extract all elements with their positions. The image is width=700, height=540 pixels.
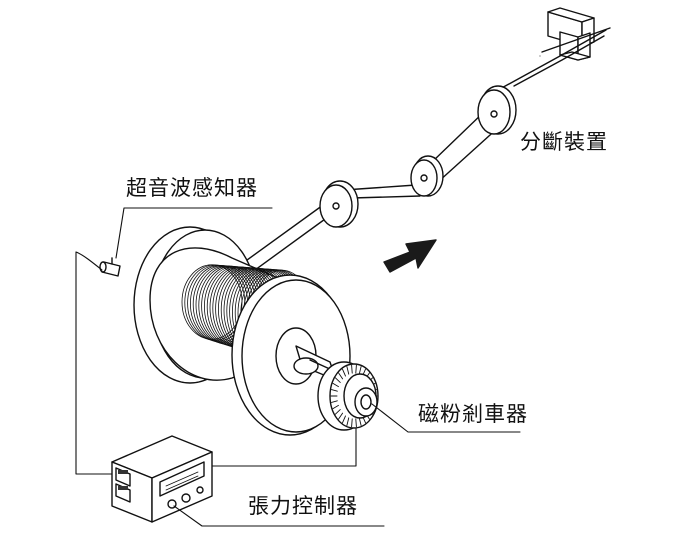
brake-fin [332, 404, 339, 410]
arrow-right-up-icon [383, 239, 437, 273]
brake-fin [351, 364, 353, 374]
brake-fin [331, 389, 338, 392]
ultrasonic-sensor-label: 超音波感知器 [126, 176, 258, 200]
brake-fin [334, 409, 341, 415]
spool [133, 226, 351, 436]
brake-fin [338, 412, 344, 420]
guide-pulley-top [477, 85, 517, 135]
brake-fin [355, 418, 357, 428]
brake-fin [334, 377, 341, 383]
brake-fin [351, 418, 353, 428]
leader-lines [75, 55, 541, 527]
tension-controller [111, 435, 213, 523]
magnetic-brake-label: 磁粉剎車器 [418, 402, 528, 426]
ultrasonic-sensor [99, 257, 121, 277]
tension-controller-label: 張力控制器 [248, 494, 358, 518]
brake-fin [342, 415, 346, 424]
brake-fin [346, 366, 350, 375]
brake-fin [355, 364, 357, 374]
brake-fin [358, 417, 362, 426]
guide-pulley-middle [410, 155, 444, 197]
wire-path [235, 29, 607, 279]
brake-fin [332, 382, 339, 388]
guide-pulley-lower [319, 180, 359, 228]
brake-fin [338, 372, 344, 380]
magnetic-brake [317, 361, 379, 431]
brake-fin [358, 366, 362, 375]
cutting-device [541, 7, 611, 61]
brake-fin [346, 417, 350, 426]
cutting-device-label: 分斷裝置 [520, 130, 608, 154]
brake-fin [331, 400, 338, 403]
brake-fin [342, 368, 346, 377]
